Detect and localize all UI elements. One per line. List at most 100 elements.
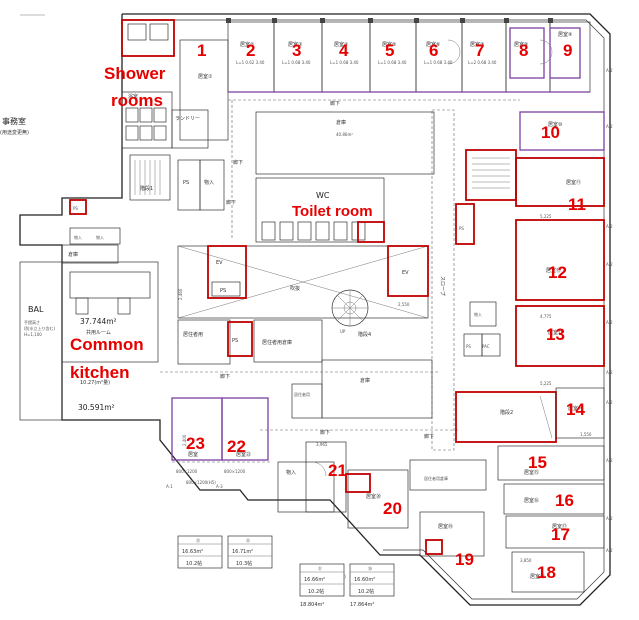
toilet-label: Toilet room: [292, 203, 373, 220]
svg-text:UP: UP: [340, 329, 346, 334]
svg-text:浴室: 浴室: [128, 93, 138, 100]
svg-text:居室⑭: 居室⑭: [568, 405, 583, 412]
svg-text:L=1 0.68 3.40: L=1 0.68 3.40: [378, 60, 407, 65]
area-box-22-room: ㉒: [246, 537, 250, 543]
storage-area: 40.86m²: [336, 132, 353, 137]
toilet-room: WC: [255, 177, 385, 243]
svg-text:居室⑰: 居室⑰: [552, 523, 567, 530]
room-number-12: 12: [548, 263, 567, 282]
common-sub: 10.27(m²量): [80, 379, 110, 386]
svg-text:居室⑩: 居室⑩: [548, 121, 563, 128]
room-number-13: 13: [546, 325, 565, 344]
room-numbers: 1 2 3 4 5 6 7 8 9 10 11 12 13 14 15 16 1…: [186, 41, 586, 582]
room-number-8: 8: [519, 41, 528, 60]
common-room-label: 共用ルーム: [86, 329, 111, 336]
office-label: 事務室: [2, 116, 26, 126]
dim-2400: 2,400: [182, 434, 187, 446]
room-number-10: 10: [541, 123, 560, 142]
room-number-23: 23: [186, 434, 205, 453]
svg-text:物入: 物入: [74, 234, 82, 240]
dim-1550: 1,550: [580, 432, 592, 437]
svg-text:居室⑫: 居室⑫: [546, 267, 561, 274]
room-number-14: 14: [566, 400, 585, 419]
room-number-6: 6: [429, 41, 438, 60]
shower-label-line2: rooms: [111, 91, 163, 110]
storage-label: 倉庫: [336, 119, 346, 126]
svg-text:A-2: A-2: [606, 124, 613, 129]
svg-text:倉庫: 倉庫: [360, 377, 370, 384]
svg-text:居室⑥: 居室⑥: [426, 41, 441, 48]
svg-text:居室⑮: 居室⑮: [524, 469, 539, 476]
ev-label-2: EV: [402, 270, 409, 276]
svg-text:居室⑲: 居室⑲: [438, 523, 453, 530]
office-note: (用途変更無): [0, 129, 29, 136]
svg-text:PS: PS: [220, 288, 226, 294]
central-storage: 倉庫 40.86m²: [255, 111, 435, 175]
svg-text:居室②: 居室②: [240, 41, 255, 48]
area-box-23-area: 16.63m²: [182, 549, 203, 555]
area-box-23: ㉓ 16.63m² 10.2帖: [177, 535, 223, 569]
stairs4-label: 階段4: [358, 331, 371, 338]
svg-text:居室⑪: 居室⑪: [566, 179, 581, 186]
svg-text:廊下: 廊下: [320, 429, 330, 436]
right-edge-markers: A-2 A-2 A-2 A-2 A-2 A-2 A-2 A-2 A-2 A-2: [606, 68, 613, 553]
svg-text:居室: 居室: [188, 451, 198, 458]
area-box-22-tatami: 10.3帖: [236, 560, 252, 567]
annotations: Shower rooms Toilet room Common kitchen: [70, 64, 373, 382]
room-number-22: 22: [227, 437, 246, 456]
svg-text:A-2: A-2: [606, 68, 613, 73]
room-number-15: 15: [528, 453, 547, 472]
wc-label: WC: [316, 191, 330, 200]
resident-storage-label-2: 居住者用倉庫: [424, 475, 448, 481]
svg-text:H=1,100: H=1,100: [24, 332, 42, 337]
ev-label-1: EV: [216, 260, 223, 266]
resident-storage-label: 居住者用倉庫: [262, 339, 292, 346]
svg-text:PS: PS: [466, 344, 471, 349]
area-box-21-tatami: 10.2帖: [308, 588, 324, 595]
area-box-20-area: 16.60m²: [354, 577, 375, 583]
bal-label: BAL: [28, 305, 44, 314]
svg-text:居室③: 居室③: [288, 41, 302, 48]
svg-text:居室㉒: 居室㉒: [236, 451, 251, 458]
area-box-20-tatami: 10.2帖: [358, 588, 374, 595]
slope: スロープ: [431, 109, 455, 451]
kitchen-label-line2: kitchen: [70, 363, 130, 382]
svg-text:A-2: A-2: [606, 548, 613, 553]
svg-text:物入: 物入: [96, 234, 104, 240]
area-box-21-area: 16.66m²: [304, 577, 325, 583]
ev-left: EV PS: [207, 245, 247, 299]
room-number-11: 11: [568, 195, 586, 214]
svg-text:A-1: A-1: [166, 484, 173, 489]
svg-text:PS: PS: [73, 206, 78, 211]
svg-text:A-2: A-2: [606, 224, 613, 229]
area-box-21: ㉑ 16.66m² 10.2帖 18.804m²: [299, 563, 345, 608]
svg-text:居室⑤: 居室⑤: [382, 41, 396, 48]
svg-text:800×1200(H5): 800×1200(H5): [186, 480, 216, 485]
dim-2460: 2,460: [178, 288, 183, 300]
svg-text:PS: PS: [232, 338, 238, 344]
stairs-1: 階段1: [129, 154, 171, 201]
ev-right: EV: [387, 245, 429, 297]
balcony: BAL 手摺高さ (防水立上り含む) H=1,100: [19, 261, 63, 421]
dim-5225b: 5,225: [540, 381, 552, 386]
dim-5225a: 5,225: [540, 214, 552, 219]
area-box-20-room: ⑳: [368, 565, 372, 571]
svg-text:L=1 0.62 3.40: L=1 0.62 3.40: [236, 60, 265, 65]
lower-storage: 倉庫 居住者用: [291, 359, 433, 419]
svg-text:倉庫: 倉庫: [68, 251, 78, 258]
monoire-label-2: 物入: [286, 469, 296, 476]
area-box-21-room: ㉑: [318, 565, 322, 571]
svg-text:居室⑱: 居室⑱: [530, 573, 545, 580]
dim-3850: 3,850: [520, 558, 532, 563]
room-number-19: 19: [455, 550, 474, 569]
building-outline: [19, 13, 611, 606]
area-box-22: ㉒ 16.71m² 10.3帖: [227, 535, 273, 569]
common-area: 37.744m²: [80, 317, 117, 326]
svg-text:A-2: A-2: [606, 516, 613, 521]
common-kitchen: 共用ルーム 37.744m² 10.27(m²量) 30.591m² 倉庫 物入…: [61, 199, 159, 412]
room-number-18: 18: [537, 563, 556, 582]
svg-text:居室⑧: 居室⑧: [514, 41, 529, 48]
area-box-23-room: ㉓: [196, 537, 200, 543]
svg-text:居室④: 居室④: [334, 41, 349, 48]
